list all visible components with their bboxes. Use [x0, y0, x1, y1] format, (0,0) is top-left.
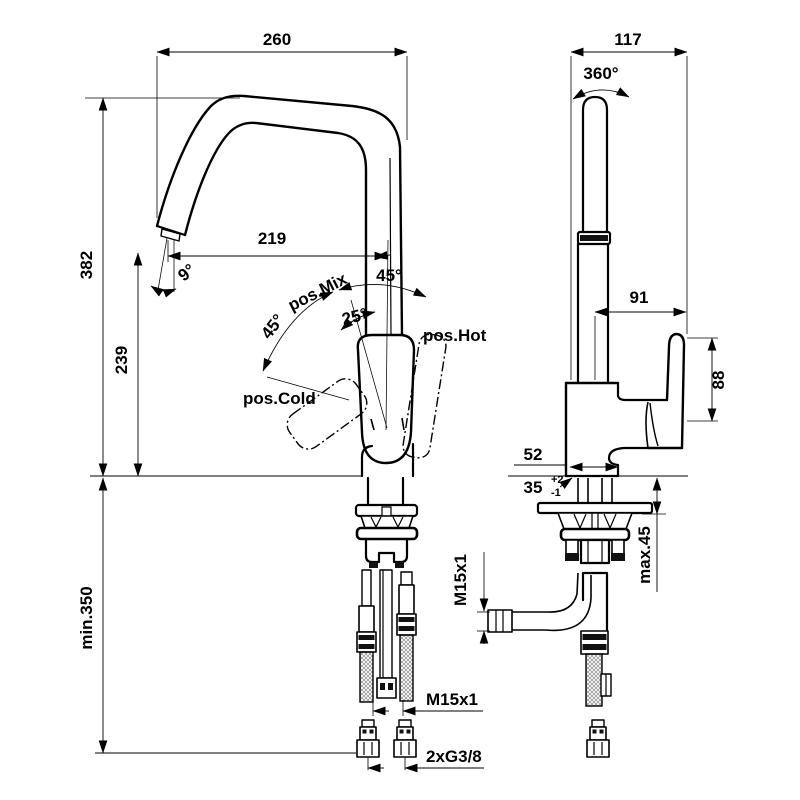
dim-lever-height-label: 88 [709, 371, 728, 390]
swivel-range-label: 360° [583, 64, 618, 83]
spout-front [576, 95, 612, 385]
pos-hot-label: pos.Hot [423, 326, 487, 345]
handle-position-hot-ghost [402, 333, 447, 459]
spout-collar [580, 235, 608, 241]
mounting-hardware-side [354, 476, 419, 568]
body-lever-front [564, 332, 686, 478]
supply-thread-label: 2xG3/8 [426, 747, 482, 766]
dim-spout-projection: 219 [167, 229, 388, 262]
dim-outlet-height-label: 239 [112, 346, 131, 374]
braided-hose [399, 634, 414, 702]
dim-min-clearance: min.350 [77, 477, 108, 754]
hose-thread-front-label: M15x1 [451, 554, 470, 606]
dim-hole-diameter-label: 35 [524, 478, 543, 497]
dim-min-clearance-label: min.350 [77, 586, 96, 649]
dim-lever-reach: 91 [594, 288, 687, 380]
pos-cold-label: pos.Cold [243, 389, 316, 408]
dim-max-deck-thickness: max.45 [635, 477, 666, 592]
dim-overall-depth-label: 117 [614, 30, 641, 49]
dim-total-height-label: 382 [77, 251, 96, 279]
dim-base-width-label: 52 [524, 445, 543, 464]
dim-spout-reach-label: 260 [263, 30, 291, 49]
hose-assembly-front [487, 571, 612, 758]
supply-fitting [586, 719, 610, 758]
dim-outlet-height: 239 [112, 252, 143, 477]
dim-spout-reach: 260 [156, 30, 408, 218]
spout-outline [155, 94, 404, 337]
mounting-hardware-front [536, 478, 654, 565]
pos-mix-label: pos.Mix [285, 269, 350, 315]
supply-fitting [393, 719, 417, 758]
braided-hose [359, 651, 374, 703]
side-view: 260 382 239 219 9° [77, 30, 487, 773]
front-view: 117 360° 91 88 52 35 [451, 30, 728, 758]
dim-hole-diameter: 35 +2 -1 [524, 474, 573, 499]
hole-tolerance-minus: -1 [551, 487, 561, 499]
aerator [160, 228, 181, 242]
handle-side [356, 333, 416, 478]
dim-lever-height: 88 [687, 337, 728, 422]
lever-blade [646, 332, 686, 450]
dim-hose-thread-front: M15x1 [451, 552, 490, 644]
hose-connector [487, 609, 513, 633]
hole-tolerance-plus: +2 [551, 474, 564, 486]
dim-max-deck-thickness-label: max.45 [635, 526, 654, 584]
dim-total-height: 382 [77, 97, 240, 477]
dim-outlet-angle: 9° [150, 237, 199, 298]
dim-base-width: 52 [514, 445, 619, 472]
dim-spout-projection-label: 219 [258, 229, 286, 248]
dim-overall-depth: 117 [570, 30, 688, 380]
supply-fitting [356, 719, 380, 758]
braided-hose [585, 653, 603, 707]
supply-hoses-side [356, 569, 417, 758]
dim-swivel-range: 360° [572, 64, 630, 100]
swing-right-angle-label: 45° [376, 266, 402, 285]
hose-thread-label: M15x1 [426, 690, 478, 709]
dim-supply-thread: 2xG3/8 [367, 747, 484, 773]
dim-lever-reach-label: 91 [630, 288, 649, 307]
dim-hose-thread-side: M15x1 [372, 690, 483, 716]
handle-position-cold-ghost [286, 378, 368, 450]
dim-outlet-angle-label: 9° [174, 260, 199, 285]
swing-left-angle-label: 45° [257, 310, 288, 342]
